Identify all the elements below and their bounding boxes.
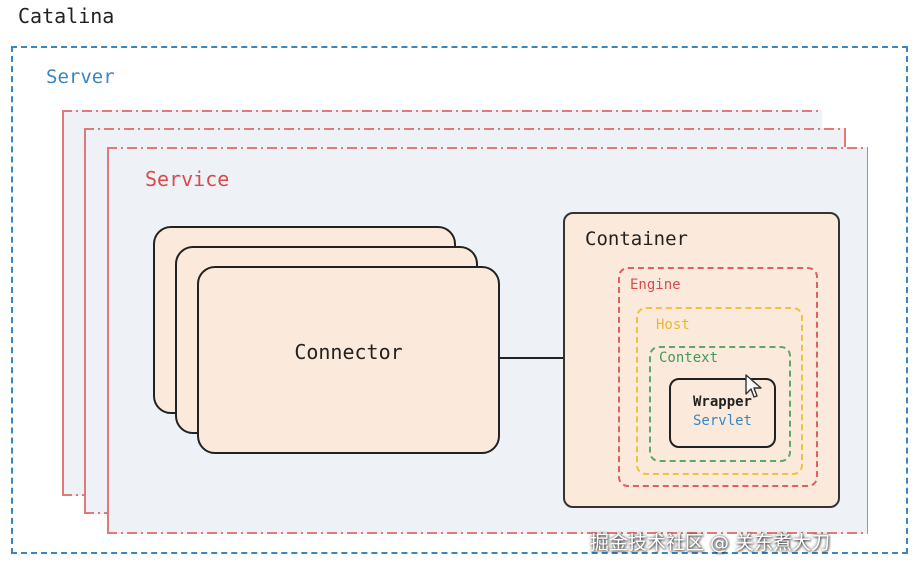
connector-label: Connector [294,340,403,364]
engine-box [618,267,818,487]
connector-container-link [499,357,565,359]
mouse-pointer-icon [745,374,762,398]
wrapper-box [669,378,776,448]
server-label: Server [46,66,115,88]
connector-card-front [197,266,500,454]
context-box [649,346,791,462]
service-label: Service [145,167,230,191]
catalina-label: Catalina [18,4,115,28]
host-label: Host [656,317,690,333]
container-box [563,212,840,508]
container-label: Container [585,228,688,250]
engine-label: Engine [630,277,681,293]
host-box [636,307,803,475]
watermark: 掘金技术社区 @ 关东煮大刀 [590,532,831,554]
servlet-label: Servlet [692,413,752,429]
context-label: Context [659,350,719,366]
wrapper-label: Wrapper [692,394,752,410]
